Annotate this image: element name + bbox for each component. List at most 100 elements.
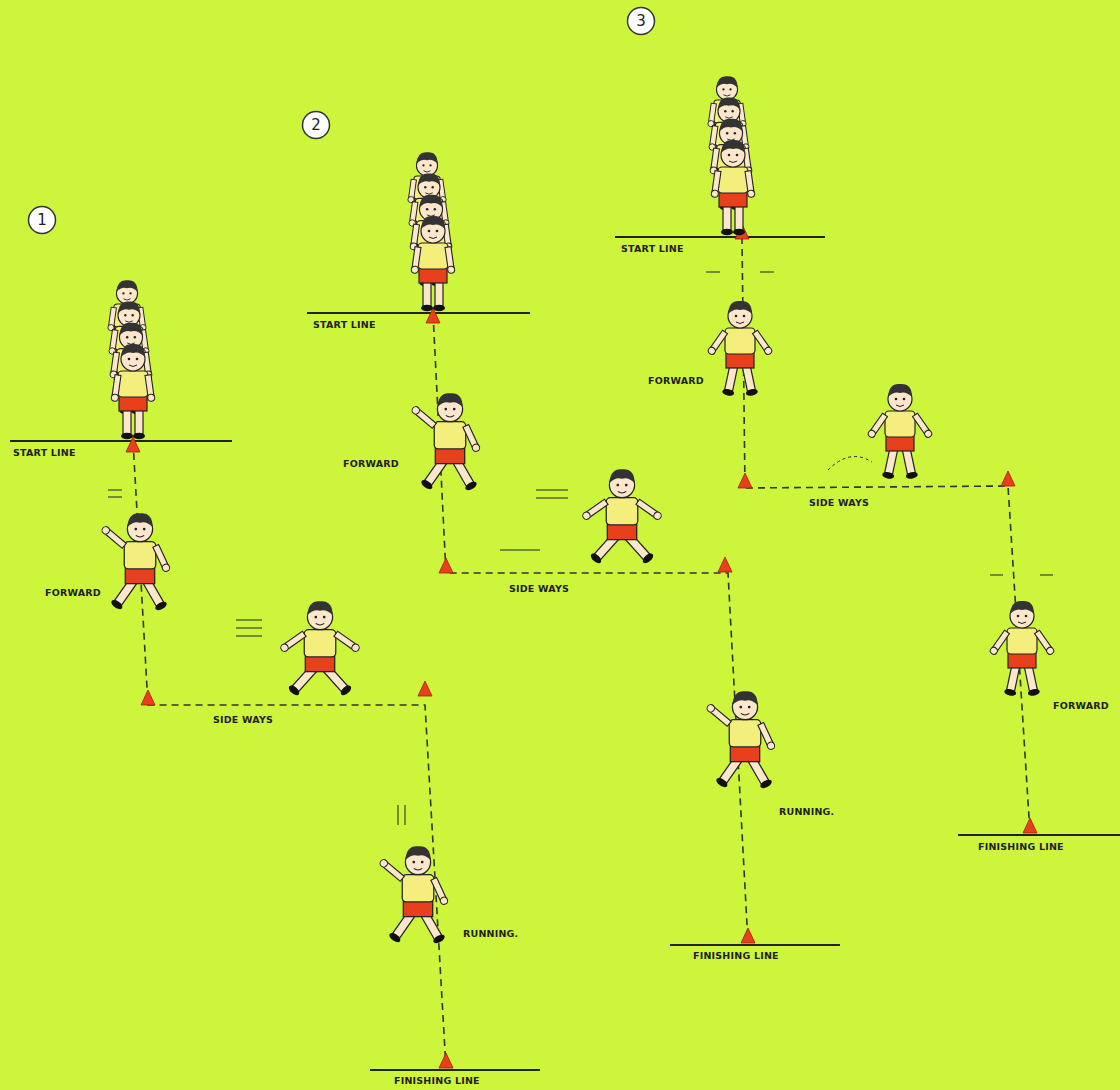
- motion-line: [990, 575, 1003, 576]
- hand: [766, 741, 776, 751]
- course-label: START LINE: [312, 319, 377, 330]
- hand: [411, 266, 419, 274]
- hand: [747, 190, 755, 198]
- shirt: [304, 630, 336, 657]
- motion-line: [236, 628, 262, 629]
- course-label: FORWARD: [342, 458, 400, 469]
- mouth: [729, 161, 737, 163]
- hand: [763, 346, 773, 356]
- mouth: [425, 193, 432, 194]
- cone: [439, 1053, 453, 1068]
- shirt: [118, 371, 148, 397]
- callout-number: 3: [636, 12, 646, 30]
- cone: [141, 690, 155, 705]
- course-label: FORWARD: [647, 375, 705, 386]
- eye: [724, 110, 726, 112]
- eye: [424, 186, 426, 188]
- eye: [625, 484, 628, 487]
- shoe: [432, 933, 446, 945]
- eye: [323, 616, 326, 619]
- mouth: [123, 299, 130, 300]
- course-number: 2: [301, 110, 331, 140]
- cone: [741, 928, 755, 943]
- hand: [350, 643, 360, 653]
- course-number: 1: [27, 205, 57, 235]
- shoe: [339, 684, 353, 697]
- mouth: [725, 117, 732, 118]
- arm: [410, 202, 418, 222]
- motion-line: [536, 490, 568, 491]
- hair: [721, 140, 745, 153]
- mouth: [896, 405, 904, 407]
- child-figure: [411, 216, 455, 311]
- callout-number: 2: [311, 116, 321, 134]
- eye: [131, 314, 133, 316]
- arm: [110, 330, 118, 350]
- child-figure: [101, 513, 171, 612]
- eye: [895, 398, 898, 401]
- eye: [421, 861, 424, 864]
- eye: [735, 315, 738, 318]
- leg: [135, 408, 143, 434]
- eye: [748, 706, 751, 709]
- leg: [723, 204, 731, 230]
- course-label: FORWARD: [1052, 700, 1110, 711]
- course-label: SIDE WAYS: [508, 583, 570, 594]
- shoe: [722, 388, 735, 397]
- leg: [435, 280, 443, 306]
- motion-line: [536, 498, 568, 499]
- eye: [314, 616, 317, 619]
- shoe: [882, 471, 895, 480]
- eye: [431, 186, 433, 188]
- child-figure: [706, 691, 776, 790]
- shoe: [420, 478, 434, 491]
- shoe: [421, 305, 433, 311]
- shirt: [725, 328, 755, 354]
- eye: [453, 408, 456, 411]
- arm: [709, 103, 717, 122]
- course-label: FORWARD: [44, 587, 102, 598]
- shoe: [388, 931, 402, 944]
- hand: [707, 346, 717, 356]
- shirt: [1007, 628, 1037, 654]
- mouth: [414, 868, 422, 870]
- arm: [745, 171, 754, 193]
- mouth: [429, 237, 437, 239]
- hand: [439, 896, 449, 906]
- eye: [736, 154, 739, 157]
- hand: [711, 190, 719, 198]
- hair: [307, 601, 332, 615]
- shirt: [885, 411, 915, 437]
- hair: [728, 301, 752, 314]
- hand: [111, 394, 119, 402]
- arm: [445, 247, 454, 269]
- course-label: START LINE: [620, 243, 685, 254]
- hair: [119, 323, 142, 336]
- eye: [143, 528, 146, 531]
- callout-number: 1: [37, 211, 47, 229]
- hand: [447, 266, 455, 274]
- course-label: START LINE: [12, 447, 77, 458]
- circle-outline: [628, 8, 655, 35]
- mouth: [316, 623, 324, 625]
- eye: [129, 292, 131, 294]
- eye: [436, 230, 439, 233]
- mouth: [736, 322, 744, 324]
- eye: [444, 408, 447, 411]
- mouth: [423, 171, 430, 172]
- mouth: [741, 713, 749, 715]
- dashed-route: [133, 441, 446, 1068]
- child-figure: [710, 119, 753, 210]
- hand: [279, 643, 289, 653]
- hair: [419, 195, 442, 208]
- hair: [609, 469, 634, 483]
- dashed-route: [433, 313, 748, 943]
- course-label: FINISHING LINE: [692, 950, 780, 961]
- child-figure: [989, 601, 1055, 697]
- hair: [421, 216, 445, 229]
- eye: [128, 358, 131, 361]
- mouth: [723, 95, 730, 96]
- hair: [118, 301, 140, 313]
- mouth: [125, 321, 132, 322]
- eye: [743, 315, 746, 318]
